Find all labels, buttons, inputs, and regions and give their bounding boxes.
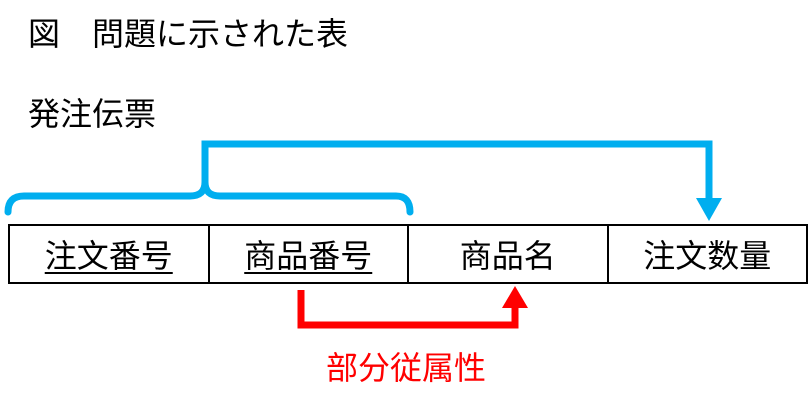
figure-title: 図 問題に示された表 xyxy=(28,15,349,53)
dependency-label: 部分従属性 xyxy=(325,349,486,387)
full-dependency-arrow xyxy=(4,140,722,221)
table-name: 発注伝票 xyxy=(28,95,157,133)
column-label: 注文数量 xyxy=(643,237,772,275)
column-label: 注文番号 xyxy=(44,237,173,275)
column-order-number: 注文番号 xyxy=(10,226,210,282)
column-product-number: 商品番号 xyxy=(210,226,409,282)
column-product-name: 商品名 xyxy=(409,226,609,282)
partial-dependency-arrowhead xyxy=(502,286,528,308)
column-label: 商品名 xyxy=(459,237,556,275)
full-dependency-line xyxy=(201,140,713,200)
composite-key-brace xyxy=(4,178,414,216)
column-order-quantity: 注文数量 xyxy=(609,226,807,282)
column-label: 商品番号 xyxy=(244,237,373,275)
partial-dependency-arrow xyxy=(297,286,528,329)
full-dependency-arrowhead xyxy=(696,198,722,221)
partial-dependency-line xyxy=(297,290,519,329)
order-slip-table: 注文番号 商品番号 商品名 注文数量 xyxy=(8,224,808,284)
